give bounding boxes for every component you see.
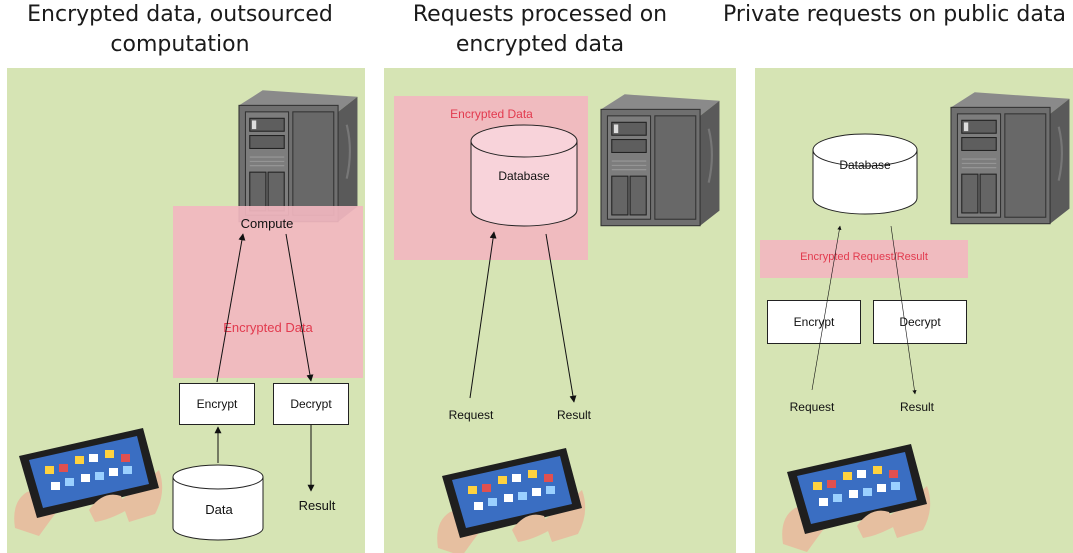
decrypt-box: Decrypt bbox=[273, 383, 349, 425]
request-label: Request bbox=[789, 400, 835, 414]
database-cylinder bbox=[812, 133, 918, 215]
encrypt-box: Encrypt bbox=[767, 300, 861, 344]
flow-arrows bbox=[469, 231, 577, 403]
encrypted-zone bbox=[760, 240, 968, 278]
data-label: Data bbox=[205, 502, 233, 517]
encrypted-zone bbox=[173, 206, 363, 378]
database-label: Database bbox=[839, 158, 891, 172]
compute-label: Compute bbox=[240, 216, 294, 231]
result-label: Result bbox=[556, 408, 591, 422]
flow-arrows bbox=[214, 233, 315, 492]
panel3-title: Private requests on public data bbox=[723, 2, 1066, 27]
request-label: Request bbox=[448, 408, 494, 422]
panel-requests-encrypted: Encrypted Data Database Request Result bbox=[384, 68, 736, 553]
tablet-icon bbox=[432, 430, 592, 553]
data-cylinder bbox=[172, 464, 264, 541]
decrypt-box: Decrypt bbox=[873, 300, 967, 344]
panel-outsourced-computation: Compute Encrypted Data Encrypt Decrypt D… bbox=[7, 68, 365, 553]
tablet-icon bbox=[9, 410, 169, 540]
panel-private-requests: Database Encrypted Request/Result Encryp… bbox=[755, 68, 1073, 553]
encrypted-data-label: Encrypted Data bbox=[223, 320, 313, 335]
result-label: Result bbox=[298, 498, 336, 513]
flow-arrows bbox=[811, 225, 917, 395]
database-cylinder bbox=[470, 124, 578, 227]
result-label: Result bbox=[899, 400, 934, 414]
database-label: Database bbox=[498, 169, 550, 183]
panel2-title: Requests processed on encrypted data bbox=[412, 2, 668, 57]
tablet-icon bbox=[777, 426, 937, 553]
panel1-title: Encrypted data, outsourced computation bbox=[27, 2, 333, 57]
encrypted-data-label: Encrypted Data bbox=[450, 107, 533, 121]
encrypt-box: Encrypt bbox=[179, 383, 255, 425]
